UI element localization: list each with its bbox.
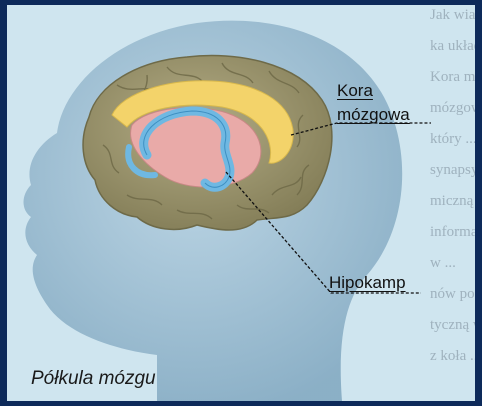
label-kora: Kora: [337, 81, 373, 101]
brain-illustration: [7, 5, 475, 401]
figure-caption: Półkula mózgu: [31, 368, 156, 390]
label-mozgowa: mózgowa: [337, 105, 410, 125]
figure-panel: Jak wiadomo, ... ka układu ... Kora mózg…: [7, 5, 475, 401]
label-hipokamp: Hipokamp: [329, 273, 406, 293]
